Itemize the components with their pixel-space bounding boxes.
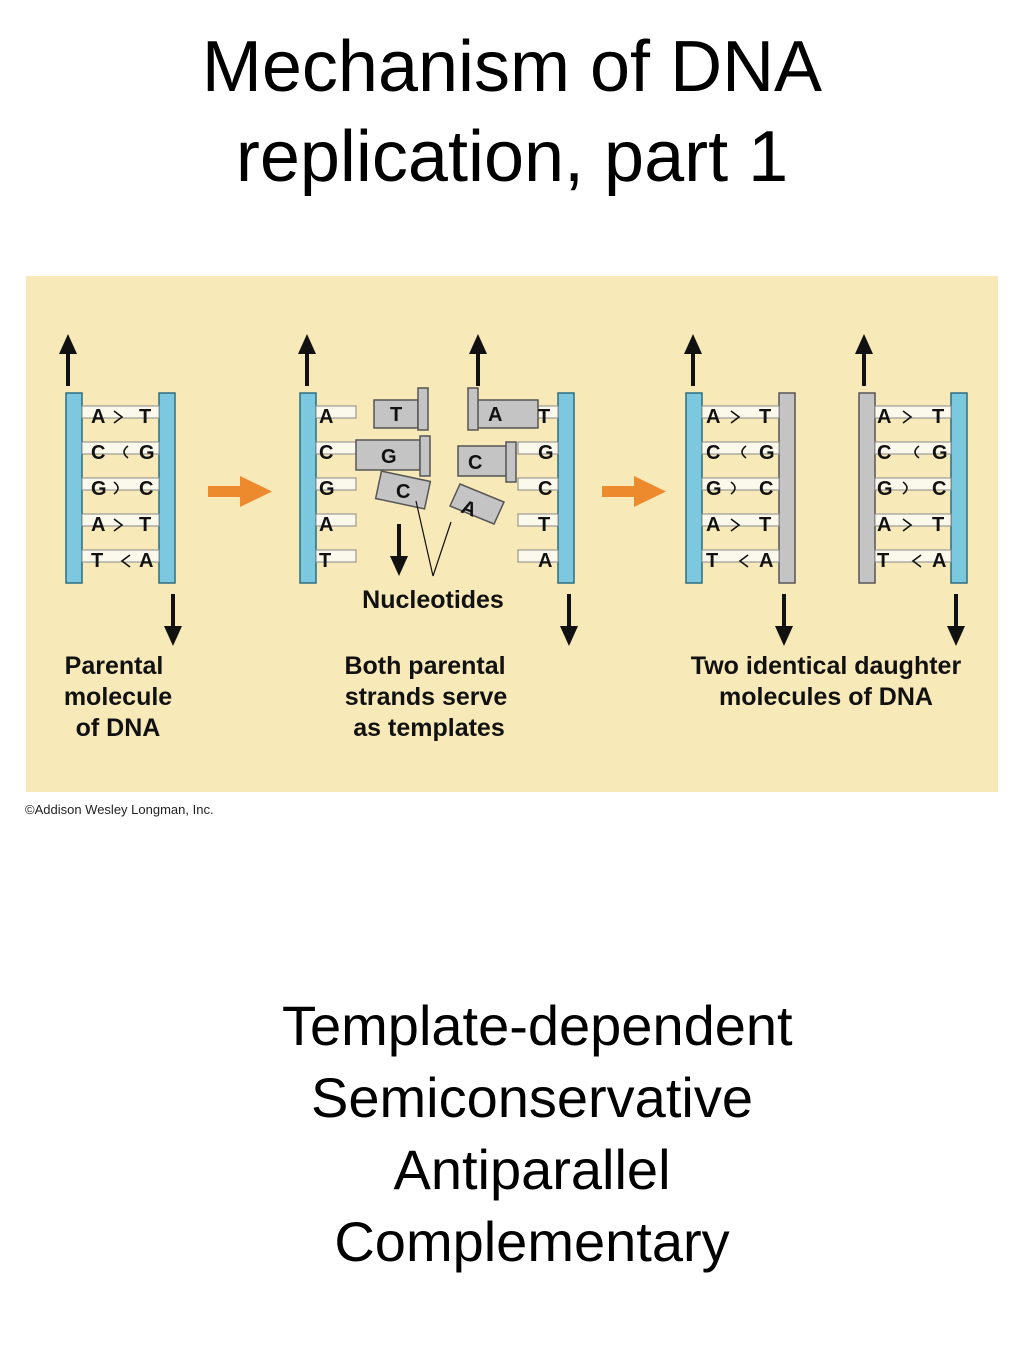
left-template-base-2: C [319,442,333,464]
right-incoming-base-2: C [468,452,482,474]
daughter-2-parental-strand [950,392,968,584]
parental-direction-arrows [59,334,182,646]
daughter-1-parental-strand [685,392,703,584]
nucleotide-pointer-lines [415,500,452,577]
parental-base-right-4: T [139,514,151,536]
daughter-2-new-strand [858,392,876,584]
incoming-nucleotide-t [373,399,419,429]
parental-label-line-1: Parental [65,652,164,680]
left-template-stubs [315,405,357,563]
daughter-1-base-left-2: C [706,442,720,464]
daughter-2-base-left-3: G [877,478,893,500]
daughter-1-new-strand [778,392,796,584]
property-semiconservative: Semiconservative [311,1066,753,1129]
right-template-strand [557,392,575,584]
daughter-2-base-left-2: C [877,442,891,464]
daughter-2-base-right-3: C [932,478,946,500]
incoming-nucleotide-a-top [475,399,539,429]
templates-label-line-3: as templates [353,714,504,742]
separated-strands: A C G A T T G C T G C T A A C A [298,334,578,742]
daughters-label: Two identical daughter molecules of DNA [691,652,962,711]
title-line-2: replication, part 1 [235,117,789,197]
parental-rungs [81,405,160,563]
parental-left-strand [65,392,83,584]
title-line-1: Mechanism of DNA [201,27,823,107]
left-incoming-base-2: G [381,446,397,468]
parental-base-right-2: G [139,442,155,464]
daughter-2-base-left-5: T [877,550,889,572]
parental-base-left-2: C [91,442,105,464]
left-incoming-base-3: C [396,481,410,503]
daughter-1-base-right-4: T [759,514,771,536]
replication-properties: Template-dependent Semiconservative Anti… [282,990,793,1278]
daughter-1-base-right-3: C [759,478,773,500]
incoming-nucleotide-c [374,470,432,510]
parental-label-line-2: molecule [64,683,172,711]
parental-label-line-3: of DNA [76,714,161,742]
daughter-1-base-left-4: A [706,514,720,536]
daughter-1-base-right-1: T [759,406,771,428]
daughter-1-base-left-1: A [706,406,720,428]
property-complementary: Complementary [334,1210,730,1273]
parental-base-left-4: A [91,514,105,536]
daughter-molecule-1: A C G A T T G C T A [684,334,796,646]
daughter-1-base-right-5: A [759,550,773,572]
parental-base-left-3: G [91,478,107,500]
left-template-base-5: T [319,550,331,572]
parental-base-right-5: A [139,550,153,572]
right-template-base-3: C [538,478,552,500]
parental-right-strand [158,392,176,584]
figure-background [26,276,998,792]
parental-base-left-5: T [91,550,103,572]
daughter-2-base-left-1: A [877,406,891,428]
daughter-1-base-left-5: T [706,550,718,572]
parental-label: Parental molecule of DNA [64,652,172,742]
daughter-1-base-right-2: G [759,442,775,464]
process-arrow-1 [208,476,272,507]
separated-direction-arrows [298,334,578,646]
left-template-strand [299,392,317,584]
parental-molecule: A C G A T T G C T A Parental molecule [59,334,182,742]
property-template-dependent: Template-dependent [282,994,793,1057]
daughters-label-line-1: Two identical daughter [691,652,962,680]
right-incoming-base-1: A [488,404,502,426]
left-template-base-4: A [319,514,333,536]
daughter-2-base-right-2: G [932,442,948,464]
right-template-base-2: G [538,442,554,464]
templates-label-line-1: Both parental [344,652,505,680]
left-template-base-3: G [319,478,335,500]
daughter-2-base-right-1: T [932,406,944,428]
process-arrow-2 [602,476,666,507]
incoming-nucleotide-c-right [457,445,509,477]
slide-title: Mechanism of DNA replication, part 1 [0,22,1024,202]
dna-replication-figure: A C G A T T G C T A Parental molecule [26,276,998,792]
daughter-1-base-left-3: G [706,478,722,500]
templates-label: Both parental strands serve as templates [344,652,507,742]
loose-nucleotide-base: A [458,496,479,522]
incoming-nucleotides [355,387,539,525]
daughter-molecule-2: A C G A T T G C T A [855,334,968,646]
daughter-2-base-right-5: A [932,550,946,572]
left-template-base-1: A [319,406,333,428]
incoming-nucleotide-g [355,439,421,471]
right-template-base-4: T [538,514,550,536]
copyright-credit: ©Addison Wesley Longman, Inc. [25,802,214,817]
parental-base-left-1: A [91,406,105,428]
parental-base-right-3: C [139,478,153,500]
daughters-label-line-2: molecules of DNA [719,683,933,711]
left-incoming-base-1: T [390,404,402,426]
right-template-base-1: T [538,406,550,428]
property-antiparallel: Antiparallel [393,1138,671,1201]
nucleotides-label: Nucleotides [362,586,504,614]
parental-pairing-marks [113,410,131,568]
daughter-2-base-left-4: A [877,514,891,536]
templates-label-line-2: strands serve [345,683,508,711]
daughter-2-base-right-4: T [932,514,944,536]
right-template-base-5: A [538,550,552,572]
loose-nucleotide-a [448,483,506,525]
parental-base-right-1: T [139,406,151,428]
